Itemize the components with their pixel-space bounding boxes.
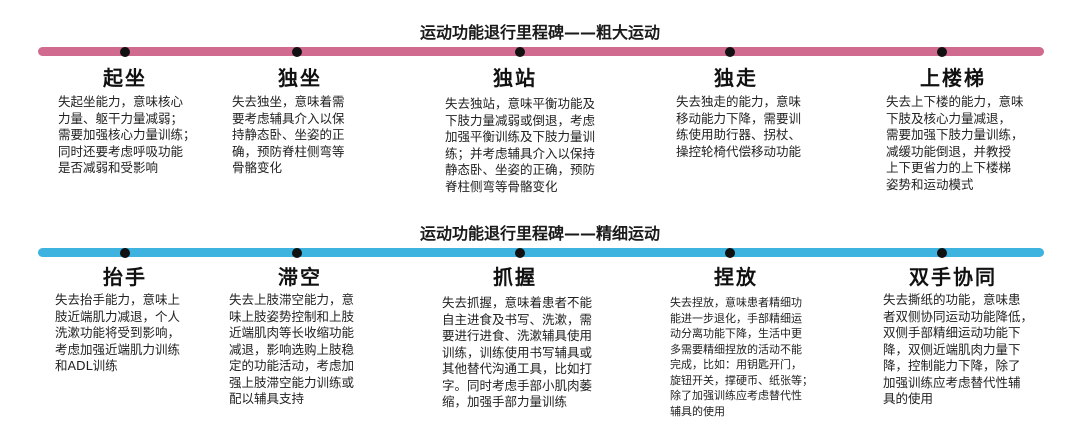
- gross-milestone-title-1: 起坐: [103, 66, 147, 90]
- fine-milestone-desc-1: 失去抬手能力，意味上 肢近端肌力减退，个人 洗漱功能将受到影响， 考虑加强近端肌…: [55, 292, 181, 373]
- gross-milestone-dot-5: [937, 47, 947, 57]
- fine-milestone-title-3: 抓握: [493, 265, 537, 289]
- gross-milestone-dot-1: [120, 47, 130, 57]
- gross-milestone-dot-4: [725, 47, 735, 57]
- gross-milestone-dot-3: [515, 47, 525, 57]
- gross-milestone-title-5: 上楼梯: [920, 66, 986, 90]
- fine-section-title: 运动功能退行里程碑——精细运动: [419, 224, 660, 243]
- fine-milestone-desc-4: 失去捏放，意味患者精细功 能进一步退化，手部精细运 动分离功能下降，生活中更 多…: [670, 296, 813, 418]
- fine-milestone-desc-3: 失去抓握，意味着患者不能 自主进食及书写、洗漱，需 要进行进食、洗漱辅具使用 训…: [442, 295, 593, 409]
- gross-milestone-title-2: 独坐: [278, 66, 322, 90]
- gross-milestone-title-4: 独走: [714, 66, 758, 90]
- gross-timeline-bar: [38, 47, 1044, 56]
- gross-milestone-desc-5: 失去上下楼的能力，意味 下肢及核心力量减退， 需要加强下肢力量训练， 减缓功能倒…: [886, 94, 1024, 192]
- fine-milestone-desc-5: 失去撕纸的功能，意味患 者双侧协同运动功能降低， 双侧手部精细运动功能下 降，双…: [883, 292, 1034, 406]
- fine-milestone-dot-4: [725, 248, 735, 258]
- fine-milestone-title-1: 抬手: [103, 265, 147, 289]
- gross-milestone-title-3: 独站: [493, 66, 537, 90]
- fine-milestone-dot-5: [937, 248, 947, 258]
- fine-milestone-desc-2: 失去上肢滞空能力，意 味上肢姿势控制和上肢 近端肌肉等长收缩功能 减退，影响选购…: [229, 292, 355, 406]
- gross-milestone-desc-4: 失去独走的能力，意味 移动能力下降，需要训 练使用助行器、拐杖、 操控轮椅代偿移…: [676, 94, 802, 159]
- gross-milestone-desc-2: 失去独坐，意味着需 要考虑辅具介入以保 持静态卧、坐姿的正 确，预防脊柱侧弯等 …: [232, 94, 345, 175]
- fine-milestone-title-4: 捏放: [714, 265, 758, 289]
- fine-milestone-title-2: 滞空: [278, 265, 322, 289]
- fine-milestone-dot-3: [515, 248, 525, 258]
- fine-milestone-dot-2: [292, 248, 302, 258]
- fine-milestone-title-5: 双手协同: [909, 265, 997, 289]
- gross-milestone-dot-2: [292, 47, 302, 57]
- fine-timeline-bar: [38, 248, 1044, 257]
- fine-milestone-dot-1: [120, 248, 130, 258]
- gross-milestone-desc-1: 失起坐能力，意味核心 力量、躯干力量减弱； 需要加强核心力量训练； 同时还要考虑…: [58, 94, 196, 175]
- gross-milestone-desc-3: 失去独站，意味平衡功能及 下肢力量减弱或倒退，考虑 加强平衡训练及下肢力量训 练…: [445, 96, 596, 194]
- gross-section-title: 运动功能退行里程碑——粗大运动: [419, 23, 660, 42]
